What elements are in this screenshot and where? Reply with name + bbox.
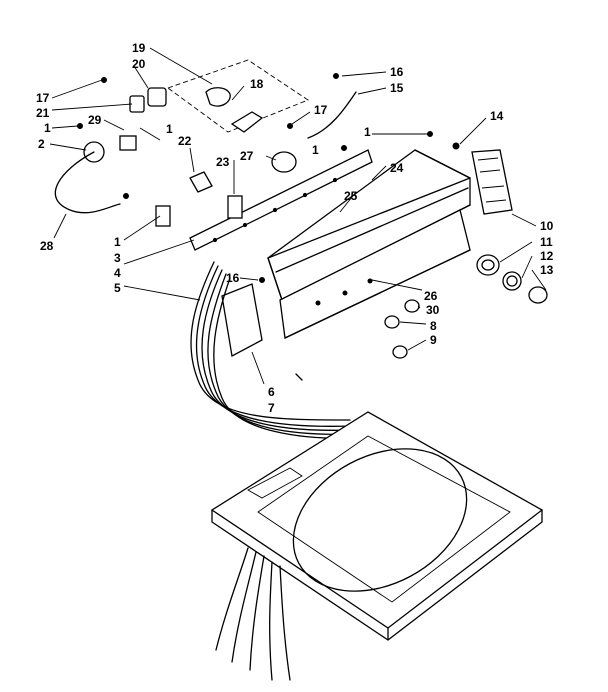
- label-1-c: 1: [114, 235, 121, 249]
- label-29: 29: [88, 113, 102, 127]
- label-13: 13: [540, 263, 554, 277]
- label-15: 15: [390, 81, 404, 95]
- label-1-d: 1: [364, 125, 371, 139]
- label-9: 9: [430, 333, 437, 347]
- label-3: 3: [114, 251, 121, 265]
- dashed-group-box: [167, 59, 309, 133]
- label-17-right: 17: [314, 103, 328, 117]
- label-22: 22: [178, 134, 192, 148]
- label-14: 14: [490, 109, 504, 123]
- console-backsplash: [267, 149, 471, 301]
- label-5: 5: [114, 281, 121, 295]
- label-1-e: 1: [312, 143, 319, 157]
- lower-wire-leads: [215, 547, 291, 681]
- label-1-b: 1: [166, 122, 173, 136]
- label-17-left: 17: [36, 91, 50, 105]
- label-4: 4: [114, 266, 121, 280]
- label-21: 21: [36, 106, 50, 120]
- leader-lines: [49, 47, 547, 385]
- label-16-mid: 16: [226, 271, 240, 285]
- label-20: 20: [132, 57, 146, 71]
- label-7: 7: [268, 401, 275, 415]
- label-25: 25: [344, 189, 358, 203]
- console-flap: [221, 283, 303, 381]
- label-27: 27: [240, 149, 254, 163]
- label-18: 18: [250, 77, 264, 91]
- label-30: 30: [426, 303, 440, 317]
- mounting-bracket: [189, 149, 373, 251]
- label-26: 26: [424, 289, 438, 303]
- label-10: 10: [540, 219, 554, 233]
- label-2: 2: [38, 137, 45, 151]
- label-1-a: 1: [44, 121, 51, 135]
- label-19: 19: [132, 41, 146, 55]
- knob-assembly: [476, 254, 548, 304]
- label-16-top: 16: [390, 65, 404, 79]
- label-23: 23: [216, 155, 230, 169]
- small-parts-cluster: [54, 73, 460, 283]
- label-28: 28: [40, 239, 54, 253]
- small-knobs: [384, 299, 420, 359]
- label-11: 11: [540, 235, 553, 249]
- end-cap: [471, 149, 513, 215]
- label-6: 6: [268, 385, 275, 399]
- label-24: 24: [390, 161, 404, 175]
- label-12: 12: [540, 249, 554, 263]
- control-panel-face: [279, 209, 471, 339]
- wiring-harness: [190, 261, 359, 439]
- label-8: 8: [430, 319, 437, 333]
- part-labels: 19 20 18 17 21 1 29 1 2 22 28 1 3 4 5 23…: [36, 41, 554, 415]
- washer-top-cabinet: [210, 411, 544, 641]
